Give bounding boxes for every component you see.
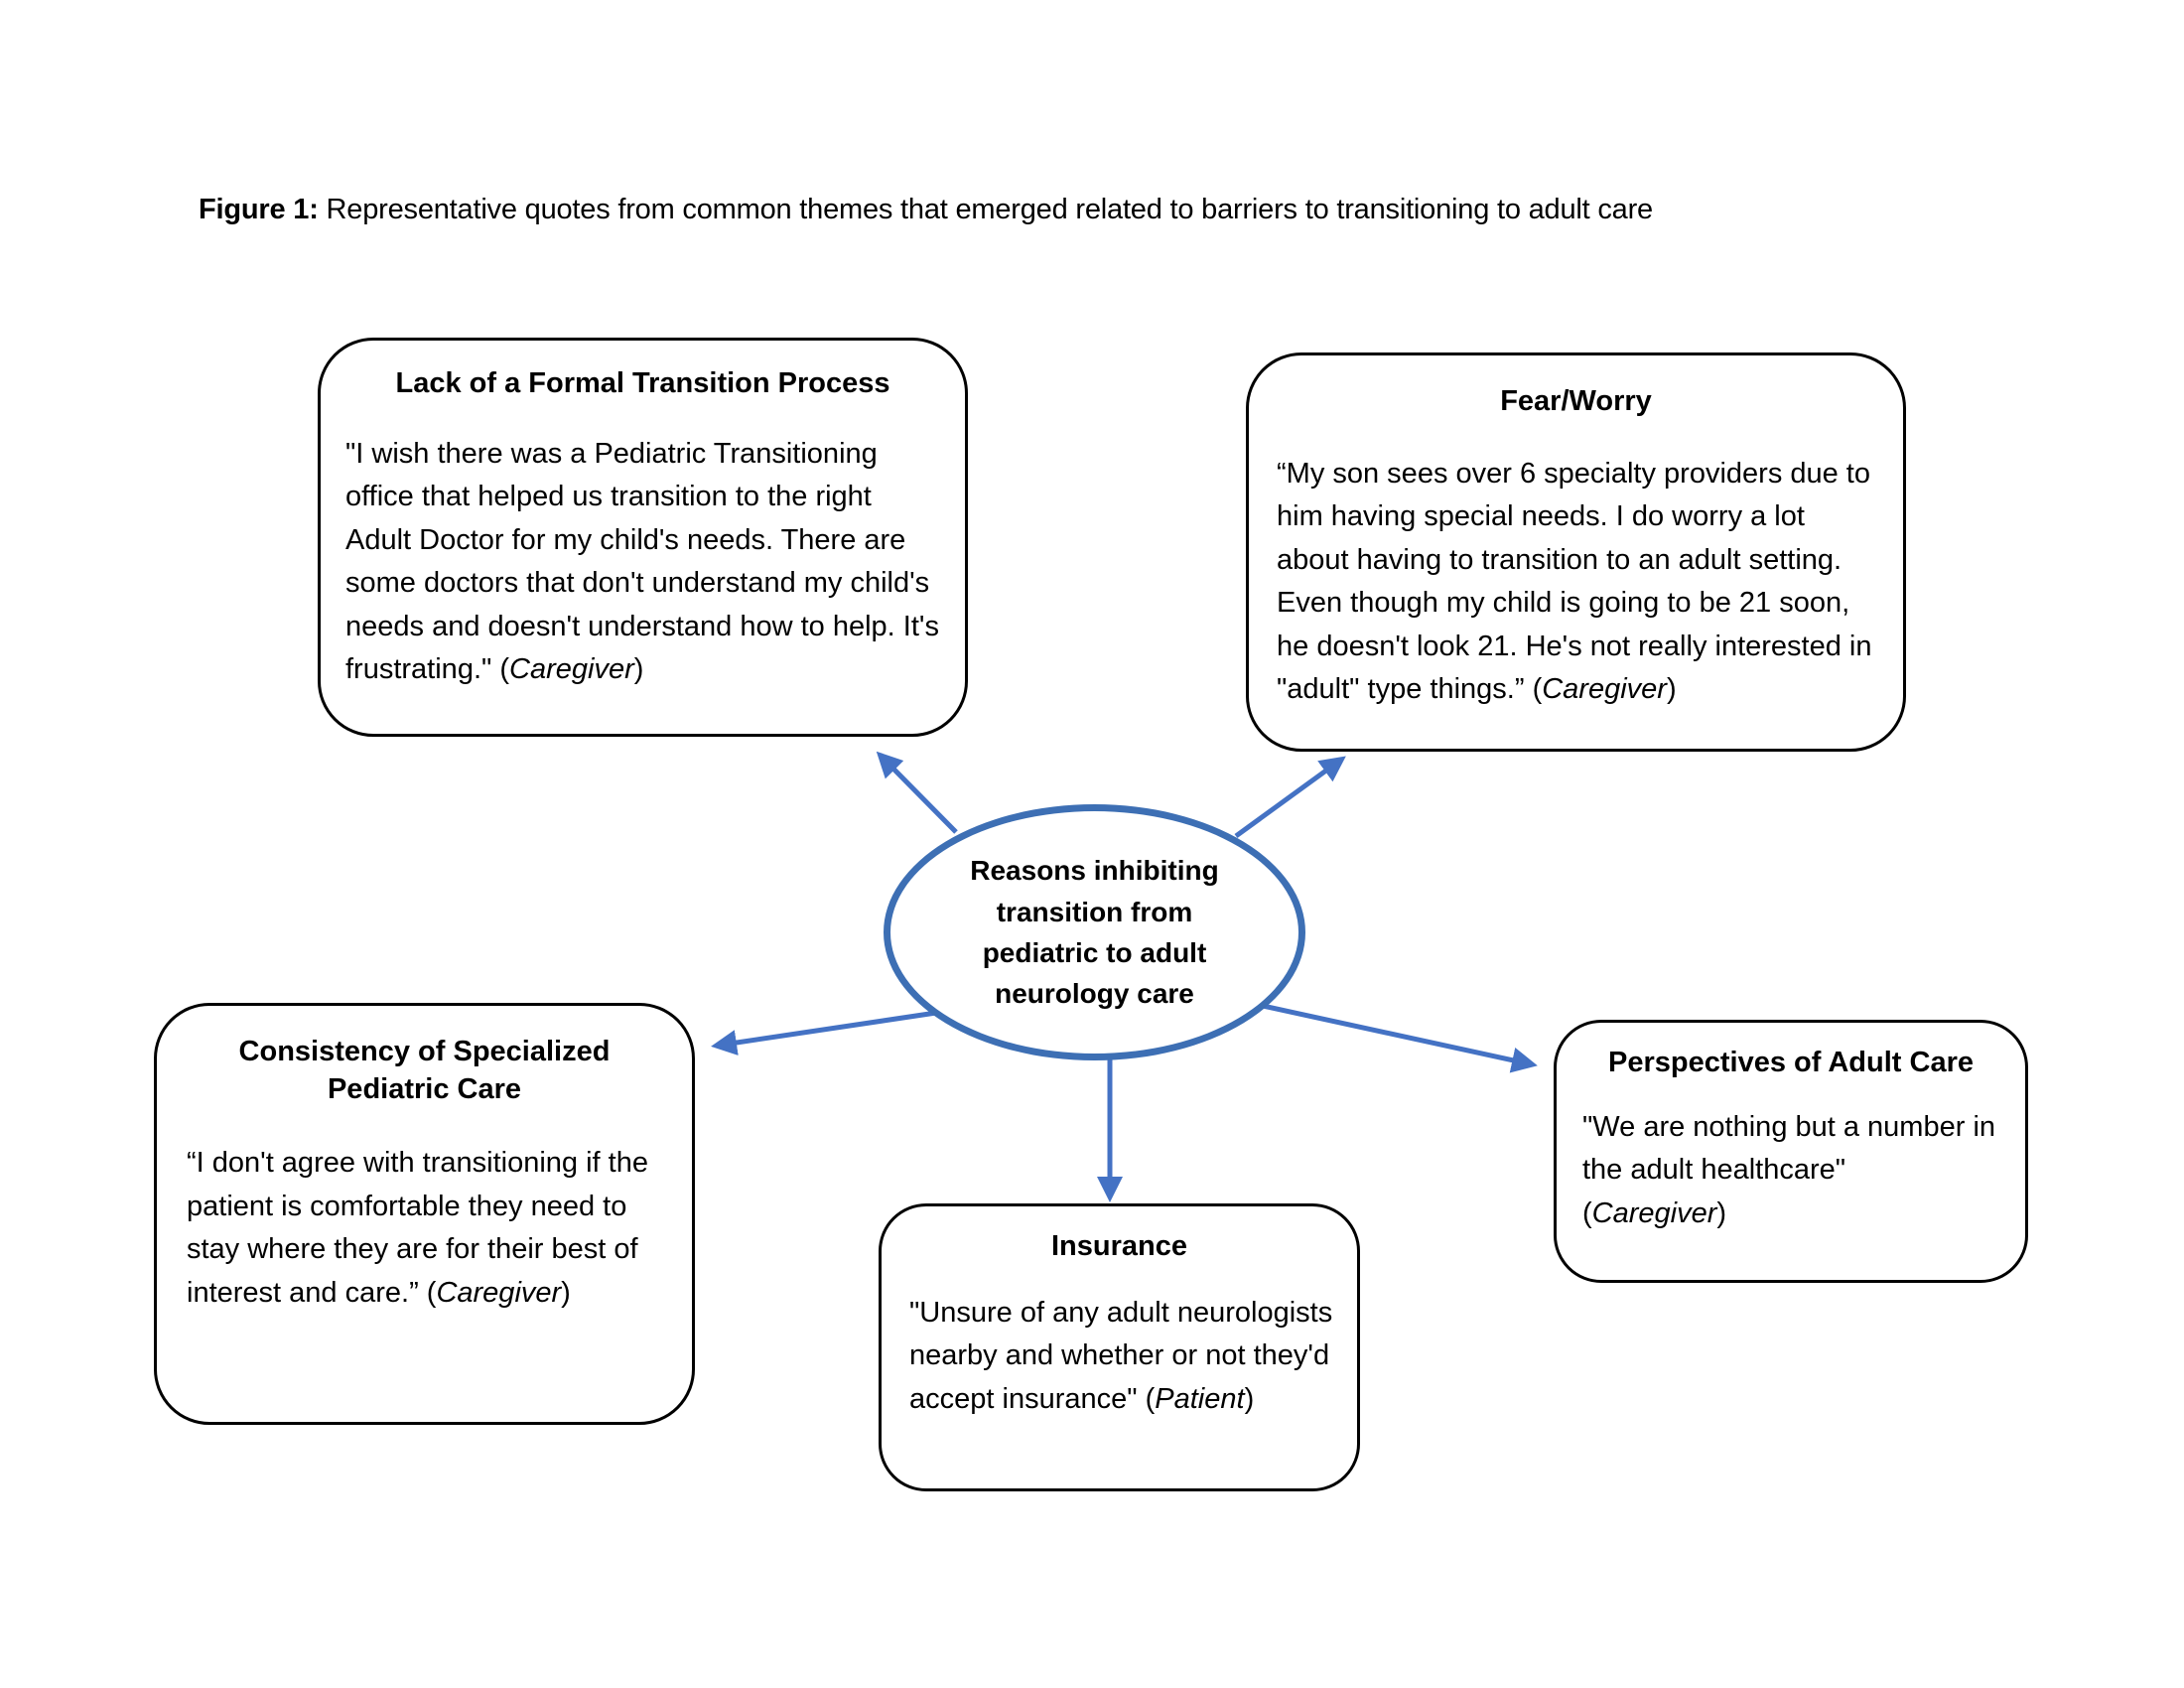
arrow-to-perspectives-adult (1262, 1003, 1538, 1073)
node-quote-text: “My son sees over 6 specialty providers … (1277, 457, 1872, 706)
arrow-to-consistency-pediatric (711, 1010, 937, 1055)
node-title: Lack of a Formal Transition Process (395, 367, 890, 399)
node-attribution: Caregiver (1542, 673, 1667, 706)
node-title: Perspectives of Adult Care (1608, 1047, 1974, 1078)
figure-caption-body: Representative quotes from common themes… (326, 194, 1654, 225)
node-attribution: Caregiver (436, 1276, 562, 1309)
node-quote: "We are nothing but a number in the adul… (1582, 1106, 2005, 1236)
node-consistency-of-specialized-pediatric-care[interactable]: Consistency of Specialized Pediatric Car… (154, 1003, 695, 1425)
node-quote-text: “I don't agree with transitioning if the… (187, 1147, 648, 1309)
node-title: Consistency of Specialized Pediatric Car… (238, 1036, 611, 1105)
figure-caption-text (319, 194, 327, 225)
node-quote: “I don't agree with transitioning if the… (187, 1147, 648, 1309)
node-attribution: Caregiver (1591, 1196, 1717, 1229)
node-quote: "Unsure of any adult neurologists nearby… (909, 1296, 1333, 1415)
node-title: Fear/Worry (1500, 385, 1652, 417)
node-fear-worry[interactable]: Fear/Worry “My son sees over 6 specialty… (1246, 352, 1906, 752)
node-insurance[interactable]: Insurance "Unsure of any adult neurologi… (879, 1203, 1360, 1491)
node-title: Insurance (1051, 1230, 1187, 1262)
node-quote-text: "We are nothing but a number in the adul… (1582, 1110, 1996, 1187)
figure-caption: Figure 1: Representative quotes from com… (199, 192, 1653, 227)
node-perspectives-of-adult-care[interactable]: Perspectives of Adult Care "We are nothi… (1554, 1020, 2028, 1283)
node-quote: “My son sees over 6 specialty providers … (1277, 457, 1872, 706)
node-quote: "I wish there was a Pediatric Transition… (345, 437, 939, 686)
node-attribution: Caregiver (509, 653, 634, 686)
node-quote-text: "Unsure of any adult neurologists nearby… (909, 1296, 1333, 1415)
figure-label: Figure 1: (199, 194, 319, 225)
node-lack-of-formal-transition-process[interactable]: Lack of a Formal Transition Process "I w… (318, 338, 968, 737)
node-attribution: Patient (1155, 1382, 1245, 1415)
center-node-label: Reasons inhibiting transition from pedia… (970, 855, 1219, 1010)
node-quote-text: "I wish there was a Pediatric Transition… (345, 437, 939, 686)
arrow-to-fear-worry (1234, 756, 1346, 839)
arrow-to-transition-process (876, 751, 958, 834)
node-attribution-wrap: (Caregiver) (1582, 1196, 1727, 1229)
center-node-reasons-inhibiting-transition[interactable]: Reasons inhibiting transition from pedia… (884, 804, 1305, 1060)
